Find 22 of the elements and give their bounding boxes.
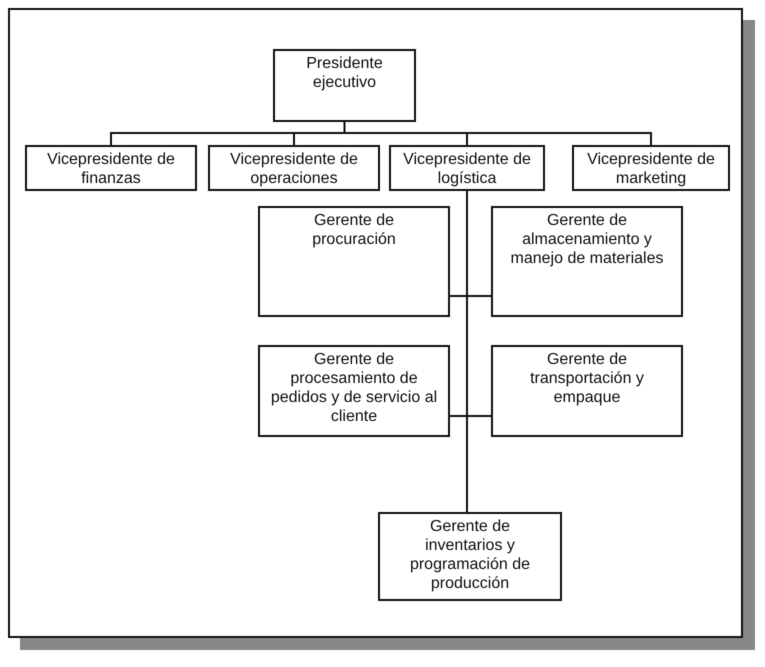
role-title: Gerente de transportación y empaque: [529, 350, 645, 407]
role-title: Gerente de procesamiento de pedidos y de servicio al cliente: [270, 350, 438, 426]
connector-line: [344, 122, 652, 145]
org-box: [378, 512, 562, 601]
org-box: [572, 145, 730, 191]
org-box: [389, 145, 545, 191]
role-title: Vicepresidente de operaciones: [229, 150, 359, 188]
role-title: Gerente de procuración: [311, 211, 397, 249]
org-box: [273, 49, 416, 122]
role-title: Vicepresidente de finanzas: [46, 150, 176, 188]
org-box: [491, 206, 683, 317]
org-box: [25, 145, 197, 191]
connector-line: [466, 191, 468, 512]
role-title: Vicepresidente de marketing: [586, 150, 716, 188]
role-title: Gerente de almacenamiento y manejo de materiales: [510, 211, 664, 268]
org-box: [491, 345, 683, 437]
org-box: [208, 145, 380, 191]
role-title: Presidente ejecutivo: [305, 54, 384, 92]
role-title: Vicepresidente de logística: [402, 150, 532, 188]
org-box: [258, 206, 450, 317]
role-title: Gerente de inventarios y programación de producción: [408, 517, 532, 593]
org-box: [258, 345, 450, 437]
